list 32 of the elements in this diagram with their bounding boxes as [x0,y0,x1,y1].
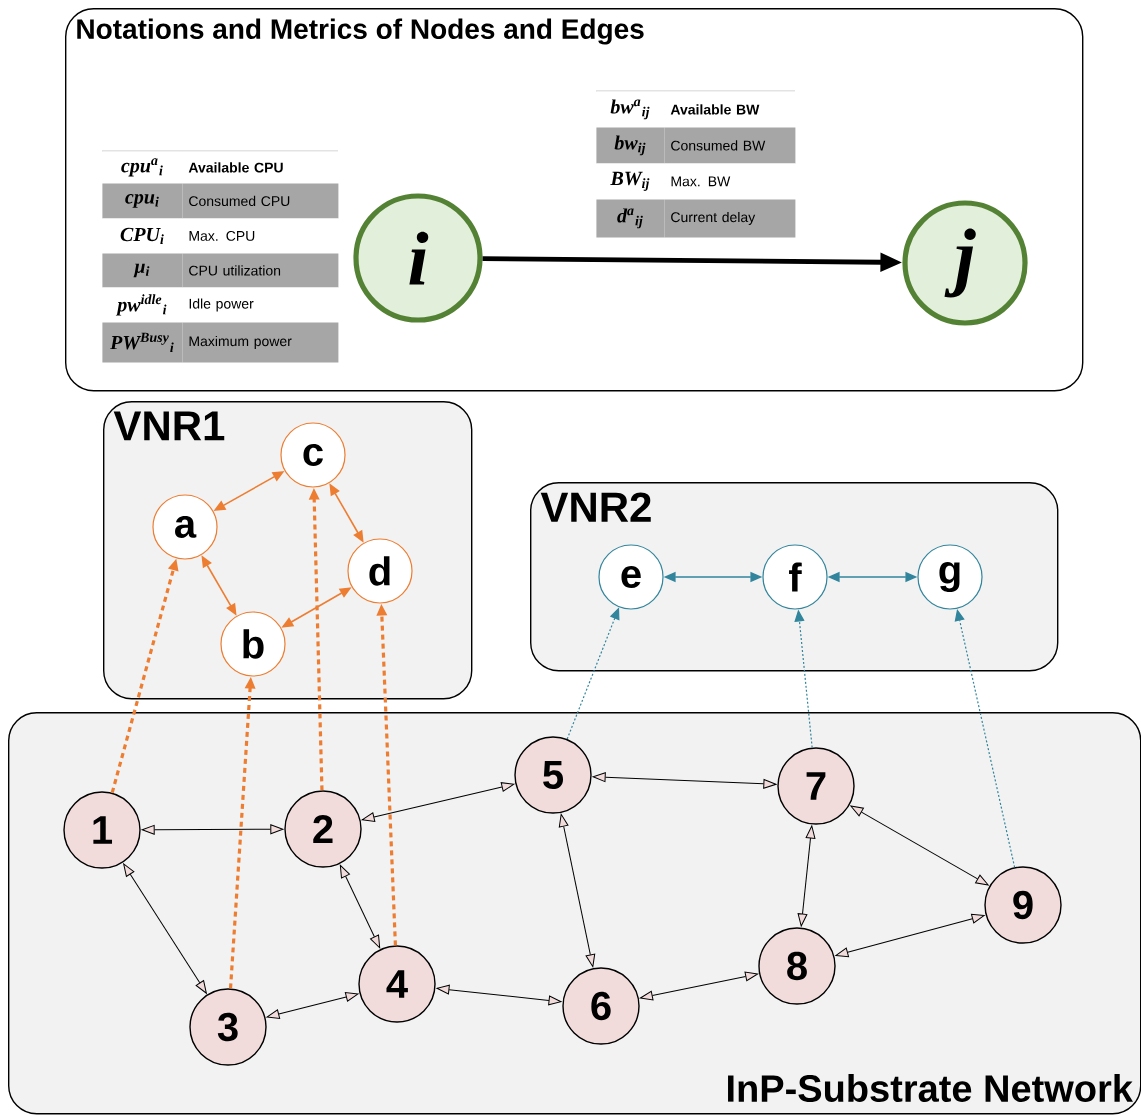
table-cell: BW$_{ij}$ [596,163,665,200]
arrow [339,864,381,949]
table-cell: Max. CPU [182,218,339,254]
arrow [797,825,816,927]
table-cell: bw$^{a}$ij [596,91,665,128]
table-cell: CPU$_{i}$ [102,218,183,254]
table-cell: bw$_{ij}$ [596,127,665,164]
table-cell: Current delay [664,199,796,238]
table-cell: Consumed BW [664,127,796,164]
table-cell: μ$_{i}$ [102,253,183,288]
arrow [639,971,759,1001]
arrow [436,984,562,1006]
table-cell: Available CPU [182,151,339,184]
arrow [361,782,515,822]
table-cell: cpu$_{i}$ [102,183,183,219]
table-cell: CPU utilization [182,253,339,288]
table-cell: d$^{a}$ij [596,199,665,238]
table-cell: pw$^{idle}$i [102,287,183,323]
arrow [850,805,989,886]
arrow [141,824,284,835]
arrow [266,992,359,1019]
arrow [592,772,777,789]
table-cell: Max. BW [664,163,796,200]
arrow [835,913,985,958]
arrow [123,863,207,994]
table-cell: Maximum power [182,322,339,363]
table-cell: PW$^{Busy}$i [102,322,183,363]
arrow [558,813,596,968]
table-cell: Available BW [664,91,796,128]
table-cell: cpu$^{a}$i [102,151,183,184]
table-cell: Idle power [182,287,339,323]
table-cell: Consumed CPU [182,183,339,219]
